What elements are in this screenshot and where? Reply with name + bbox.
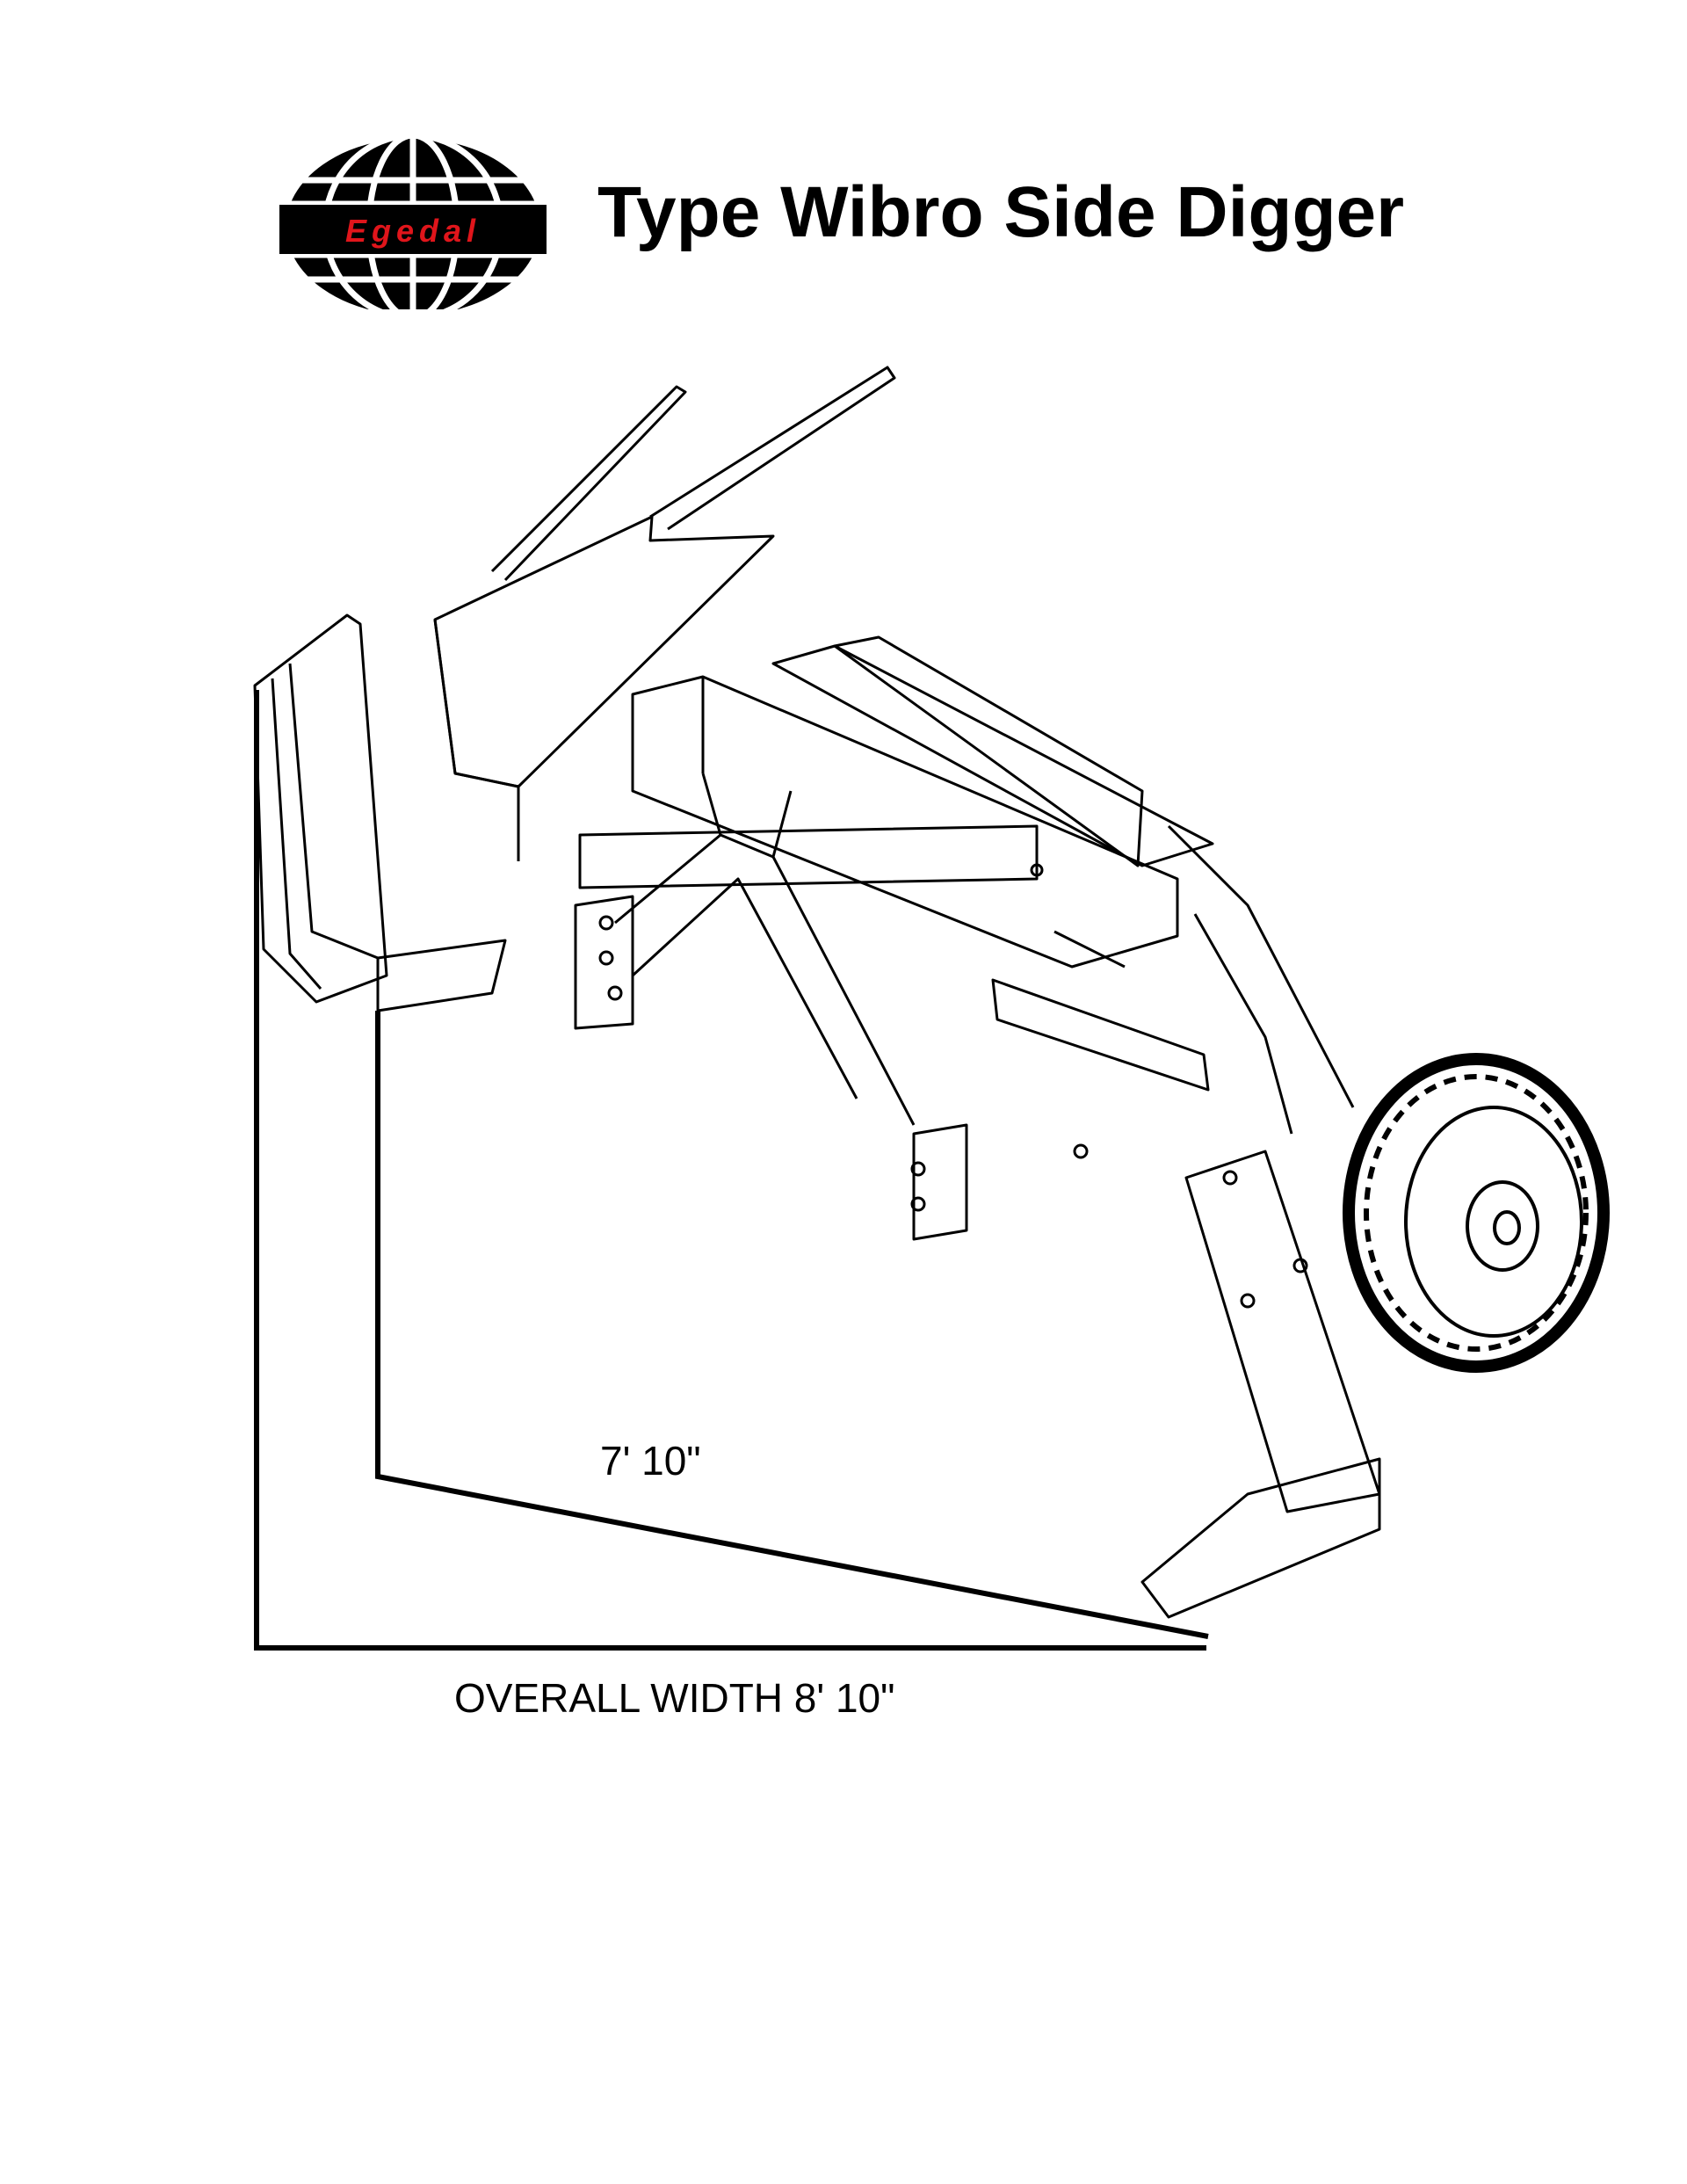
- logo-wordmark: Egedal: [345, 213, 481, 249]
- egedal-logo: Egedal: [279, 132, 547, 309]
- dimension-lines: [254, 690, 1209, 1651]
- page-title: Type Wibro Side Digger: [597, 172, 1405, 252]
- inner-width-line: [375, 1011, 1209, 1639]
- overall-width-line: [254, 690, 1206, 1651]
- inner-width-label: 7' 10": [600, 1438, 701, 1484]
- side-digger-illustration: [253, 366, 1610, 1619]
- overall-width-label: OVERALL WIDTH 8' 10": [454, 1675, 895, 1721]
- wheel: [1343, 1053, 1610, 1373]
